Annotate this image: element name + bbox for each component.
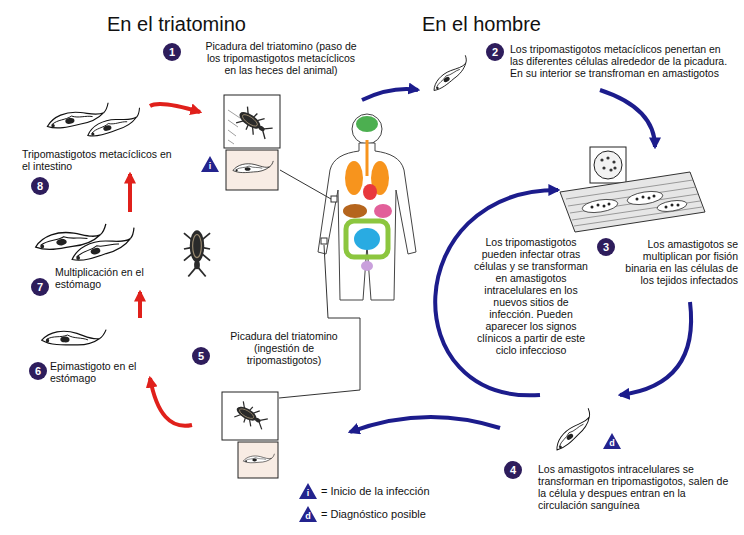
callout-number: 6 [29,362,47,380]
bite-box-1 [201,95,280,190]
legend-text: = Diagnóstico posible [321,508,426,521]
cycle-arrow [600,90,655,147]
bite-box-5 [222,392,278,478]
cycle-arrow [350,417,500,432]
cycle-arrow [150,104,200,112]
cycle-arrow [138,292,142,318]
stage-node: Epimastigoto en el estómago [26,318,150,388]
callout-number: 3 [597,238,615,256]
symbol-letter: d [607,438,617,449]
human-figure [318,114,416,300]
triatomine-bug [184,230,210,276]
stage-description: Los tripomastigotos metacíclicos penerta… [510,43,728,79]
stage-node: Picadura del triatomino (paso de los tri… [200,38,362,193]
parasite-stage-7 [34,224,139,263]
stage-node: Los amastigotos se multiplican por fisió… [558,147,738,302]
stage-description: Los amastigotos intracelulares se transf… [538,463,738,511]
stage-node: Tripomastigotos metacíclicos en el intes… [22,106,178,174]
callout-number: 2 [486,43,504,61]
stage-description: Multiplicación en el estómago [55,266,159,290]
parasite-stage-4 [549,408,597,452]
stage-description: Picadura del triatomino (ingestión de tr… [218,330,350,366]
cycle-arrow [150,378,192,426]
cycle-note: Los tripomastigotos pueden infectar otra… [470,236,592,356]
section-heading: En el hombre [422,12,541,36]
symbol-letter: i [303,488,313,499]
stage-node: Picadura del triatomino (ingestión de tr… [192,328,350,478]
symbol-letter: d [303,511,313,522]
stage-node: Los tripomastigotos metacíclicos penerta… [418,40,730,90]
stage-node: Los amastigotos intracelulares se transf… [500,395,738,515]
stage-description: Epimastigoto en el estómago [50,360,145,384]
stage-description: Tripomastigotos metacíclicos en el intes… [22,148,178,172]
callout-number: 4 [504,461,522,479]
stage-description: Picadura del triatomino (paso de los tri… [200,40,362,76]
callout-number: 8 [31,177,49,195]
callout-number: 1 [163,43,181,61]
stage-description: Los amastigotos se multiplican por fisió… [620,238,738,286]
parasite-stage-8 [45,103,144,139]
parasite-stage-2 [428,55,473,92]
legend-text: = Inicio de la infección [321,485,430,498]
cycle-arrow [620,302,691,395]
cycle-arrow [128,174,132,212]
callout-number: 7 [31,278,49,296]
callout-number: 5 [192,347,210,365]
parasite-stage-6 [42,325,107,348]
tissue-stage-3 [560,147,705,232]
symbol-letter: i [205,161,215,172]
section-heading: En el triatomino [107,12,246,36]
cycle-arrow [362,89,418,100]
